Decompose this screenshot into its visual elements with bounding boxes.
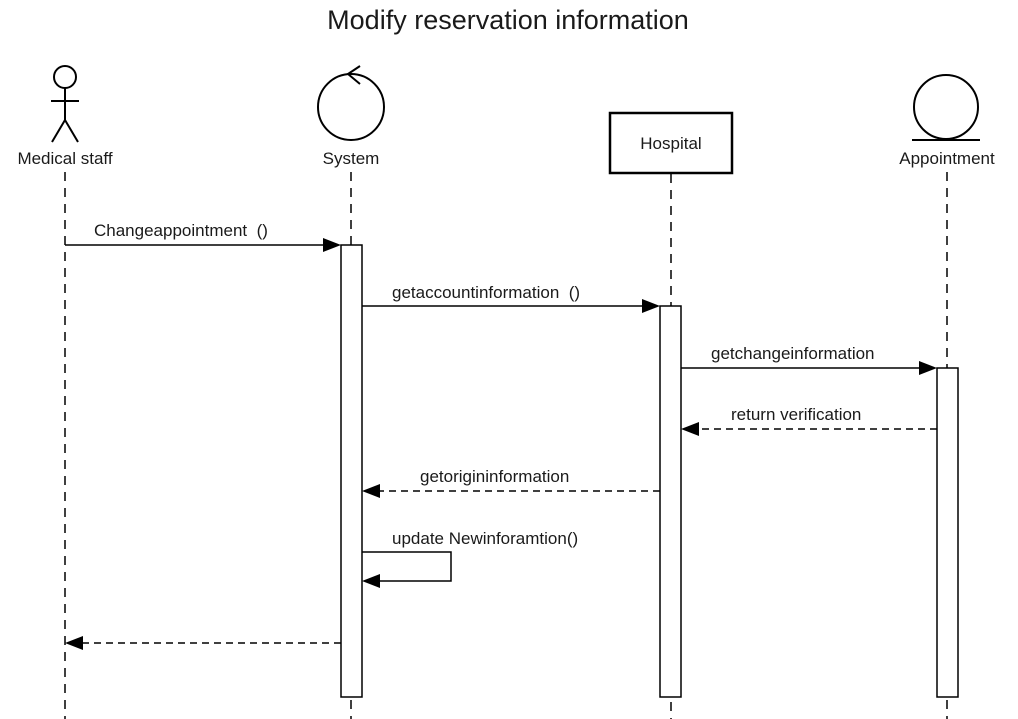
- message-label: getorigininformation: [420, 467, 569, 486]
- message-getaccountinformation: getaccountinformation (): [362, 283, 660, 313]
- actor-icon: [51, 65, 79, 143]
- message-label: update Newinforamtion(): [392, 529, 578, 548]
- message-label: getchangeinformation: [711, 344, 875, 363]
- message-label: Changeappointment (): [94, 221, 268, 240]
- control-icon: [317, 65, 385, 141]
- participant-box-hospital: [608, 111, 734, 175]
- entity-icon: [912, 74, 980, 141]
- message-return-verification: return verification: [681, 405, 937, 436]
- message-return-to-medical-staff: [65, 636, 341, 650]
- participant-label-appointment: Appointment: [899, 149, 995, 168]
- activation-bar-system: [340, 244, 363, 698]
- message-changeappointment: Changeappointment (): [65, 221, 341, 252]
- activation-bar-appointment: [936, 367, 959, 698]
- message-getchangeinformation: getchangeinformation: [681, 344, 937, 375]
- message-update-newinformation: update Newinforamtion(): [362, 529, 578, 588]
- message-label: getaccountinformation (): [392, 283, 580, 302]
- participant-label-hospital: Hospital: [640, 134, 701, 153]
- message-getorigininformation: getorigininformation: [362, 467, 660, 498]
- participant-label-system: System: [323, 149, 380, 168]
- message-label: return verification: [731, 405, 861, 424]
- activation-bar-hospital: [659, 305, 682, 698]
- participant-label-medical-staff: Medical staff: [17, 149, 112, 168]
- diagram-title: Modify reservation information: [327, 5, 689, 35]
